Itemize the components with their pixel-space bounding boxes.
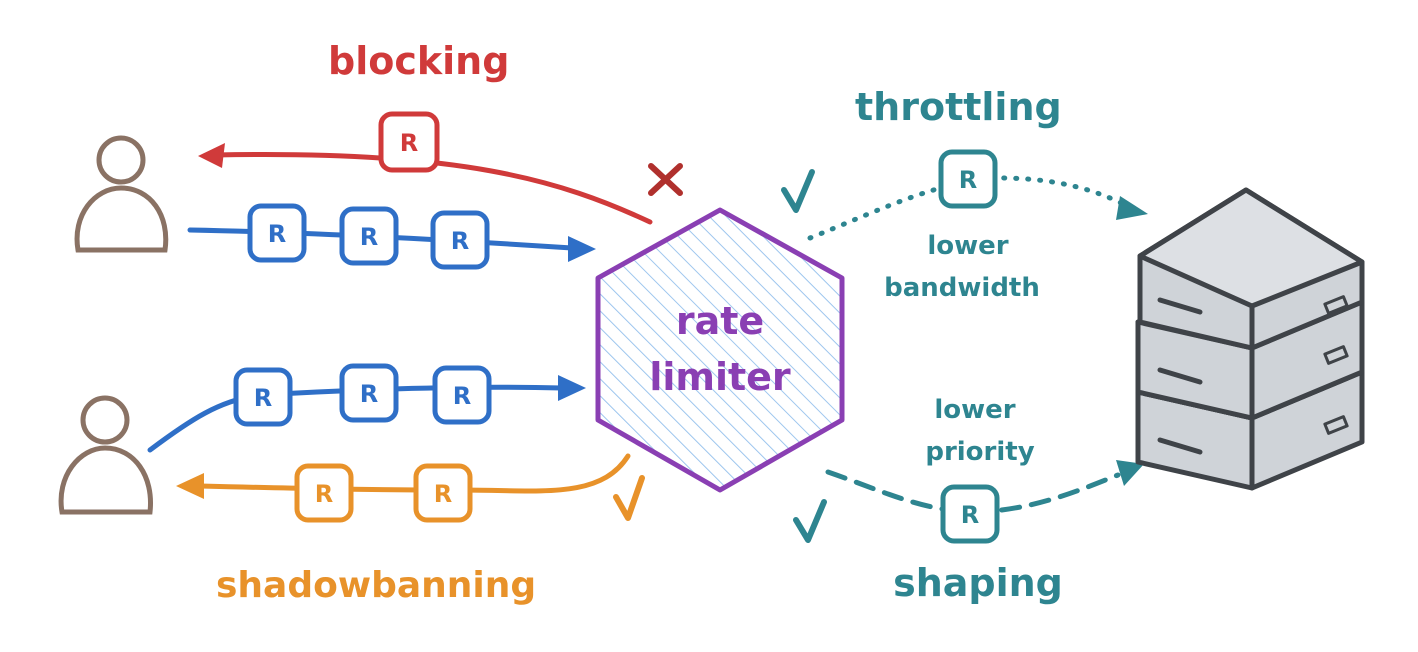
request-box-top-3: R	[430, 210, 490, 270]
request-label: R	[268, 220, 286, 248]
request-label: R	[451, 227, 469, 255]
throttling-note-line-2: bandwidth	[884, 273, 1040, 303]
request-label: R	[961, 501, 979, 529]
check-icon-shadowbanning	[613, 475, 645, 521]
throttling-note-line-1: lower	[927, 231, 1008, 261]
shadowbanning-arrowhead	[176, 473, 204, 499]
request-box-bottom-3: R	[432, 365, 492, 425]
shaping-arrowhead	[1116, 460, 1144, 486]
incoming-arrowhead-bottom	[558, 375, 586, 401]
request-label: R	[434, 480, 452, 508]
rate-limiter-label-line-1: rate	[676, 299, 764, 343]
request-box-shadow-2: R	[413, 463, 473, 523]
request-box-bottom-1: R	[233, 367, 293, 427]
user-icon-top	[74, 135, 169, 253]
shaping-note-line-2: priority	[925, 437, 1034, 467]
throttling-arrowhead	[1116, 196, 1148, 220]
rate-limiter-label-line-2: limiter	[649, 355, 791, 399]
request-label: R	[959, 166, 977, 194]
blocking-arrow	[212, 151, 653, 225]
user-icon-bottom	[58, 395, 153, 515]
incoming-requests-arrow-bottom	[147, 384, 565, 453]
request-label: R	[453, 382, 471, 410]
blocking-arrowhead	[198, 143, 225, 168]
rate-limiter-hexagon: rate limiter	[595, 207, 845, 493]
request-box-top-2: R	[339, 206, 399, 266]
request-box-bottom-2: R	[339, 363, 399, 423]
shaping-label: shaping	[893, 561, 1063, 605]
check-icon-shaping	[793, 499, 827, 543]
request-label: R	[254, 384, 272, 412]
request-label: R	[400, 129, 418, 157]
request-label: R	[360, 223, 378, 251]
request-box-top-1: R	[247, 203, 307, 263]
check-icon-throttling	[781, 169, 815, 213]
shadowbanning-label: shadowbanning	[216, 565, 536, 606]
server-stack-icon	[1135, 187, 1365, 491]
request-box-throttled: R	[938, 149, 998, 209]
request-label: R	[315, 480, 333, 508]
request-box-shadow-1: R	[294, 463, 354, 523]
cross-icon	[648, 163, 683, 196]
shaping-note-line-1: lower	[934, 395, 1015, 425]
throttling-label: throttling	[855, 85, 1062, 129]
incoming-arrowhead-top	[568, 236, 596, 262]
request-box-blocked: R	[378, 111, 440, 173]
request-label: R	[360, 380, 378, 408]
blocking-label: blocking	[328, 39, 509, 83]
request-box-shaped: R	[940, 484, 1000, 544]
